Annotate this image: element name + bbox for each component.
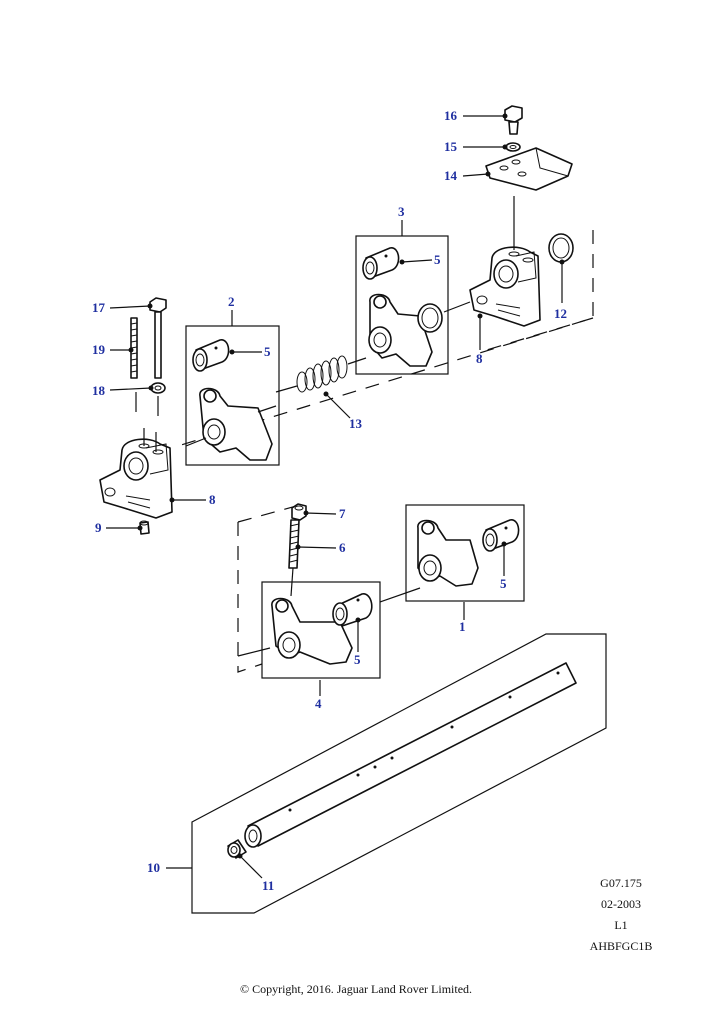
rocker-spring [275,355,367,393]
callout-1: 1 [459,619,466,634]
reference-level: L1 [614,918,627,932]
callout-12: 12 [554,306,567,321]
callout-14: 14 [444,168,458,183]
washer [505,142,521,152]
pedestal-bolts [130,297,167,452]
rocker-arm-box-1 [379,504,525,603]
reference-date: 02-2003 [601,897,641,911]
rocker-shaft-end [244,824,262,848]
callout-5-box4: 5 [354,652,361,667]
callout-10: 10 [147,860,160,875]
callout-5-box3: 5 [434,252,441,267]
rocker-arm-box-2 [185,325,280,466]
reference-id: AHBFGC1B [590,939,653,953]
rocker-shaft-group [191,633,607,914]
rocker-arm-box-4 [237,581,381,679]
rocker-shaft [247,662,577,847]
callout-labels: 16 15 14 3 5 12 8 2 5 13 17 19 18 8 9 7 … [92,108,567,893]
stud-and-nut [288,503,307,597]
assembly-dashed-lines [177,230,594,673]
bracket-plate [485,147,573,191]
rocker-pedestal-left [99,438,173,519]
callout-7: 7 [339,506,346,521]
callout-19: 19 [92,342,106,357]
rocker-shaft-frame [191,633,607,914]
callout-17: 17 [92,300,106,315]
callout-4: 4 [315,696,322,711]
reference-code: G07.175 [600,876,642,890]
callout-16: 16 [444,108,458,123]
callout-5-box2: 5 [264,344,271,359]
shaft-plug [227,839,247,859]
callout-15: 15 [444,139,458,154]
rocker-pedestal-right [469,196,541,327]
callout-18: 18 [92,383,106,398]
callout-8-left: 8 [209,492,216,507]
leader-lines [106,113,565,879]
callout-6: 6 [339,540,346,555]
callout-5-box1: 5 [500,576,507,591]
rocker-arm-box-3 [355,235,471,375]
callout-9: 9 [95,520,102,535]
oil-seal [548,233,574,263]
bracket-bolt [504,105,523,135]
reference-block: G07.175 02-2003 L1 AHBFGC1B [590,876,653,953]
callout-3: 3 [398,204,405,219]
callout-2: 2 [228,294,235,309]
callout-11: 11 [262,878,274,893]
copyright-text: © Copyright, 2016. Jaguar Land Rover Lim… [240,982,472,996]
callout-13: 13 [349,416,363,431]
callout-8-right: 8 [476,351,483,366]
